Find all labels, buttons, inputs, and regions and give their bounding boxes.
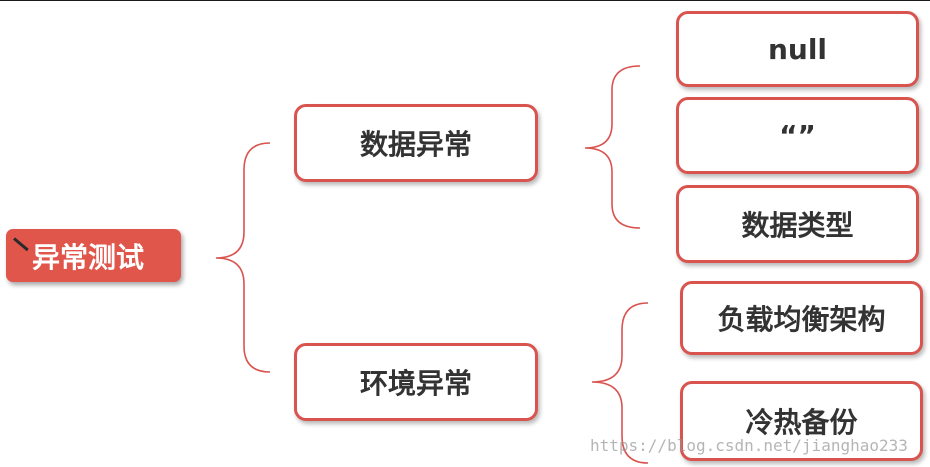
- root-tick-mark: [13, 237, 29, 252]
- leaf-label: “”: [779, 119, 816, 152]
- leaf-node-null: null: [676, 11, 919, 87]
- leaf-node-empty-string: “”: [676, 97, 919, 174]
- root-node: 异常测试: [6, 229, 181, 282]
- bracket-env-anomaly: [591, 302, 649, 464]
- leaf-node-data-type: 数据类型: [676, 185, 919, 263]
- leaf-label: 负载均衡架构: [717, 303, 886, 336]
- bracket-root: [215, 142, 271, 373]
- branch-node-env-anomaly: 环境异常: [294, 343, 538, 421]
- leaf-node-hot-cold-backup: 冷热备份: [680, 381, 923, 461]
- root-label: 异常测试: [32, 240, 145, 274]
- watermark-text: https://blog.csdn.net/jianghao233: [590, 436, 908, 455]
- bracket-data-anomaly: [584, 65, 641, 229]
- branch-label: 数据异常: [359, 128, 472, 161]
- leaf-label: 数据类型: [741, 209, 854, 242]
- top-border-line: [0, 0, 930, 1]
- branch-label: 环境异常: [359, 367, 472, 400]
- leaf-node-load-balancing: 负载均衡架构: [680, 281, 923, 355]
- leaf-label: 冷热备份: [745, 406, 858, 439]
- leaf-label: null: [767, 32, 828, 66]
- branch-node-data-anomaly: 数据异常: [294, 104, 538, 182]
